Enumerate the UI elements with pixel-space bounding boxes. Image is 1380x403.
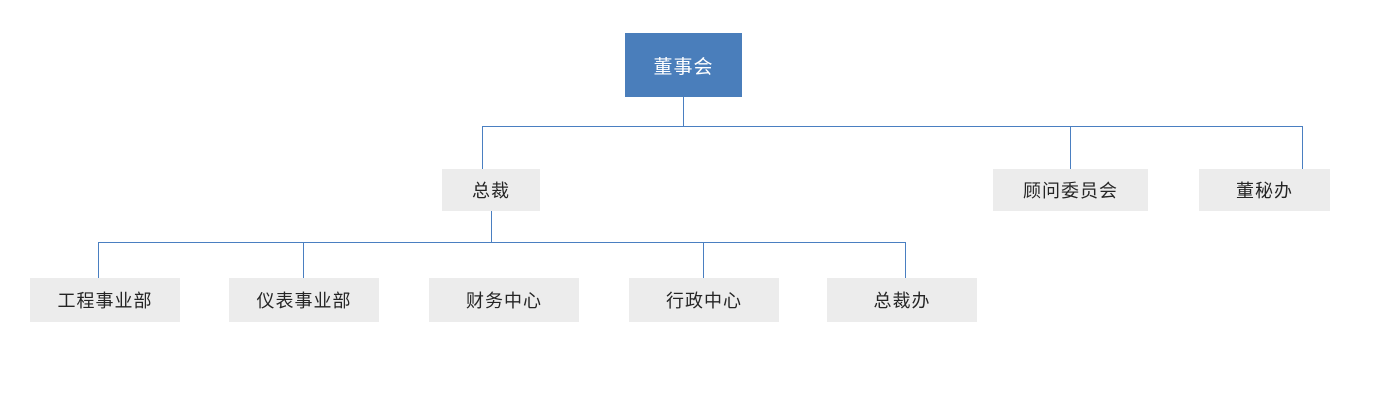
org-node-administration-center-label: 行政中心 <box>666 291 742 311</box>
org-node-instrument-division[interactable]: 仪表事业部 <box>229 278 379 322</box>
org-node-engineering-division[interactable]: 工程事业部 <box>30 278 180 322</box>
org-node-board-label: 董事会 <box>653 56 714 78</box>
connector-board-to-president <box>482 126 483 169</box>
connector-president-to-instrument-division <box>303 242 304 278</box>
connector-board-to-board-secretary-office <box>1302 126 1303 169</box>
org-node-president[interactable]: 总裁 <box>442 169 540 211</box>
org-node-advisory-committee[interactable]: 顾问委员会 <box>993 169 1148 211</box>
org-node-board[interactable]: 董事会 <box>625 33 742 97</box>
org-node-engineering-division-label: 工程事业部 <box>57 291 153 311</box>
org-node-instrument-division-label: 仪表事业部 <box>256 291 352 311</box>
org-node-president-label: 总裁 <box>472 181 510 201</box>
connector-president-stem <box>491 211 492 242</box>
org-node-administration-center[interactable]: 行政中心 <box>629 278 779 322</box>
connector-president-bus <box>98 242 906 243</box>
org-node-finance-center[interactable]: 财务中心 <box>429 278 579 322</box>
org-node-board-secretary-office[interactable]: 董秘办 <box>1199 169 1330 211</box>
connector-board-stem <box>683 97 684 126</box>
connector-president-to-engineering-division <box>98 242 99 278</box>
org-node-finance-center-label: 财务中心 <box>466 291 542 311</box>
connector-board-bus <box>482 126 1303 127</box>
connector-president-to-president-office <box>905 242 906 278</box>
org-node-advisory-committee-label: 顾问委员会 <box>1023 181 1118 201</box>
org-node-president-office[interactable]: 总裁办 <box>827 278 977 322</box>
connector-board-to-advisory-committee <box>1070 126 1071 169</box>
org-node-board-secretary-office-label: 董秘办 <box>1236 181 1293 201</box>
org-node-president-office-label: 总裁办 <box>873 291 931 311</box>
connector-president-to-administration-center <box>703 242 704 278</box>
